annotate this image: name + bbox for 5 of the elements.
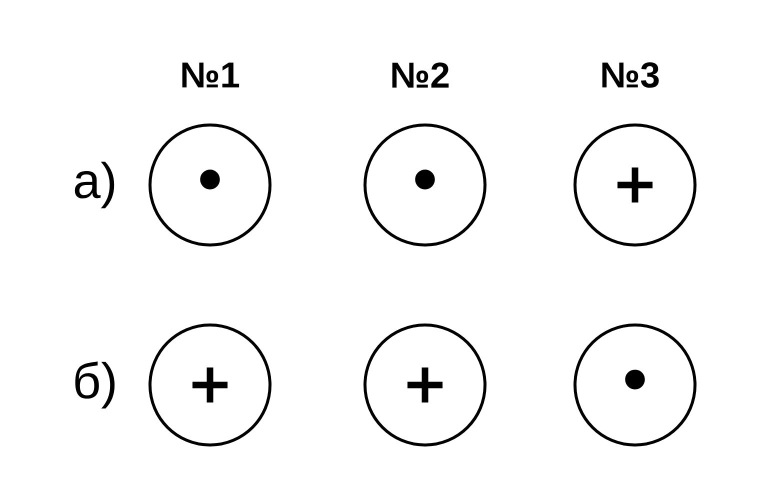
column-label: №3 bbox=[602, 62, 659, 88]
row-label: а) bbox=[74, 162, 114, 208]
row-label: б) bbox=[75, 362, 115, 409]
column-label: №1 bbox=[182, 62, 240, 88]
column-label: №2 bbox=[392, 62, 449, 88]
